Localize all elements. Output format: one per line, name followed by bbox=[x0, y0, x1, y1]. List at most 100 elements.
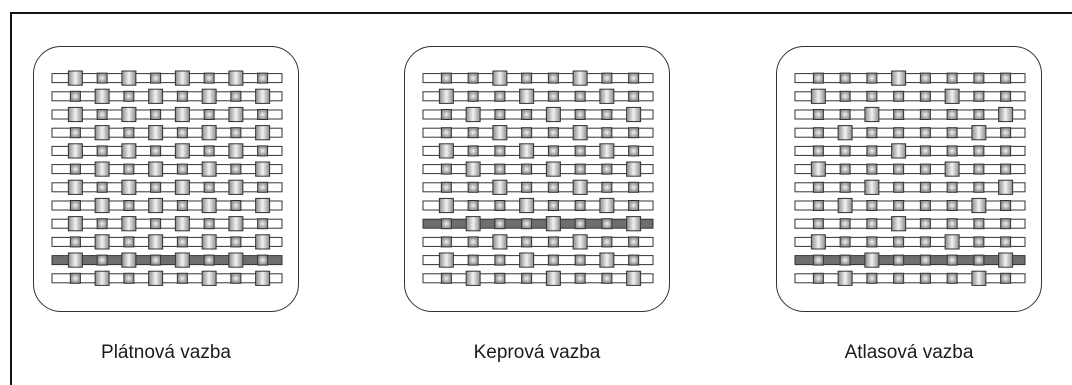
warp-crossing bbox=[231, 201, 241, 211]
warp-crossing bbox=[867, 91, 877, 101]
weft-thread bbox=[423, 256, 653, 265]
warp-crossing bbox=[974, 91, 984, 101]
weft-thread bbox=[52, 74, 282, 83]
warp-crossing bbox=[495, 219, 505, 229]
warp-float bbox=[466, 107, 480, 121]
warp-float bbox=[999, 107, 1013, 121]
warp-crossing bbox=[920, 164, 930, 174]
plain-weave-diagram bbox=[34, 47, 298, 311]
warp-crossing bbox=[495, 164, 505, 174]
warp-crossing bbox=[867, 164, 877, 174]
warp-crossing bbox=[468, 237, 478, 247]
warp-float bbox=[811, 235, 825, 249]
warp-crossing bbox=[124, 164, 134, 174]
warp-crossing bbox=[97, 73, 107, 83]
plain-weave-panel bbox=[33, 46, 299, 312]
warp-crossing bbox=[947, 273, 957, 283]
warp-crossing bbox=[97, 110, 107, 120]
warp-float bbox=[256, 271, 270, 285]
weft-thread bbox=[423, 110, 653, 119]
warp-crossing bbox=[204, 255, 214, 265]
warp-crossing bbox=[894, 273, 904, 283]
warp-crossing bbox=[258, 73, 268, 83]
warp-float bbox=[838, 126, 852, 140]
warp-float bbox=[149, 235, 163, 249]
warp-crossing bbox=[602, 164, 612, 174]
warp-crossing bbox=[974, 110, 984, 120]
warp-float bbox=[892, 71, 906, 85]
warp-crossing bbox=[894, 237, 904, 247]
warp-float bbox=[175, 253, 189, 267]
warp-crossing bbox=[97, 255, 107, 265]
warp-float bbox=[600, 144, 614, 158]
warp-crossing bbox=[522, 73, 532, 83]
warp-crossing bbox=[974, 146, 984, 156]
warp-float bbox=[520, 144, 534, 158]
warp-crossing bbox=[70, 273, 80, 283]
warp-crossing bbox=[177, 237, 187, 247]
warp-crossing bbox=[867, 128, 877, 138]
warp-float bbox=[95, 271, 109, 285]
warp-crossing bbox=[441, 73, 451, 83]
warp-float bbox=[520, 89, 534, 103]
weft-thread bbox=[423, 74, 653, 83]
weft-thread bbox=[795, 201, 1025, 210]
warp-crossing bbox=[1001, 73, 1011, 83]
warp-float bbox=[122, 144, 136, 158]
warp-float bbox=[229, 144, 243, 158]
warp-crossing bbox=[231, 91, 241, 101]
warp-crossing bbox=[920, 73, 930, 83]
warp-float bbox=[439, 89, 453, 103]
warp-float bbox=[811, 89, 825, 103]
warp-float bbox=[573, 180, 587, 194]
warp-crossing bbox=[894, 182, 904, 192]
warp-float bbox=[122, 71, 136, 85]
warp-float bbox=[493, 235, 507, 249]
warp-crossing bbox=[575, 201, 585, 211]
warp-float bbox=[175, 71, 189, 85]
warp-float bbox=[600, 89, 614, 103]
warp-crossing bbox=[495, 91, 505, 101]
weft-thread bbox=[423, 146, 653, 155]
weft-thread bbox=[52, 201, 282, 210]
weft-thread bbox=[795, 274, 1025, 283]
warp-crossing bbox=[548, 73, 558, 83]
warp-crossing bbox=[813, 201, 823, 211]
warp-crossing bbox=[629, 255, 639, 265]
warp-crossing bbox=[1001, 237, 1011, 247]
warp-crossing bbox=[840, 219, 850, 229]
warp-crossing bbox=[813, 110, 823, 120]
weft-thread bbox=[795, 183, 1025, 192]
warp-float bbox=[95, 126, 109, 140]
warp-float bbox=[229, 217, 243, 231]
weft-thread bbox=[423, 237, 653, 246]
warp-crossing bbox=[894, 164, 904, 174]
weft-thread bbox=[52, 110, 282, 119]
warp-crossing bbox=[947, 201, 957, 211]
warp-float bbox=[999, 180, 1013, 194]
warp-float bbox=[122, 107, 136, 121]
warp-crossing bbox=[441, 237, 451, 247]
warp-crossing bbox=[151, 146, 161, 156]
weft-thread bbox=[423, 201, 653, 210]
warp-crossing bbox=[124, 237, 134, 247]
weft-thread bbox=[423, 92, 653, 101]
warp-crossing bbox=[629, 73, 639, 83]
warp-float bbox=[229, 107, 243, 121]
weft-thread bbox=[795, 110, 1025, 119]
warp-crossing bbox=[495, 255, 505, 265]
satin-weave-caption: Atlasová vazba bbox=[776, 342, 1042, 364]
warp-float bbox=[256, 235, 270, 249]
warp-crossing bbox=[468, 146, 478, 156]
warp-float bbox=[202, 271, 216, 285]
satin-weave-diagram bbox=[777, 47, 1041, 311]
warp-crossing bbox=[947, 128, 957, 138]
warp-float bbox=[999, 253, 1013, 267]
warp-crossing bbox=[813, 128, 823, 138]
warp-crossing bbox=[602, 128, 612, 138]
warp-crossing bbox=[629, 128, 639, 138]
satin-weave-panel bbox=[776, 46, 1042, 312]
warp-float bbox=[229, 71, 243, 85]
warp-crossing bbox=[840, 237, 850, 247]
warp-crossing bbox=[894, 128, 904, 138]
